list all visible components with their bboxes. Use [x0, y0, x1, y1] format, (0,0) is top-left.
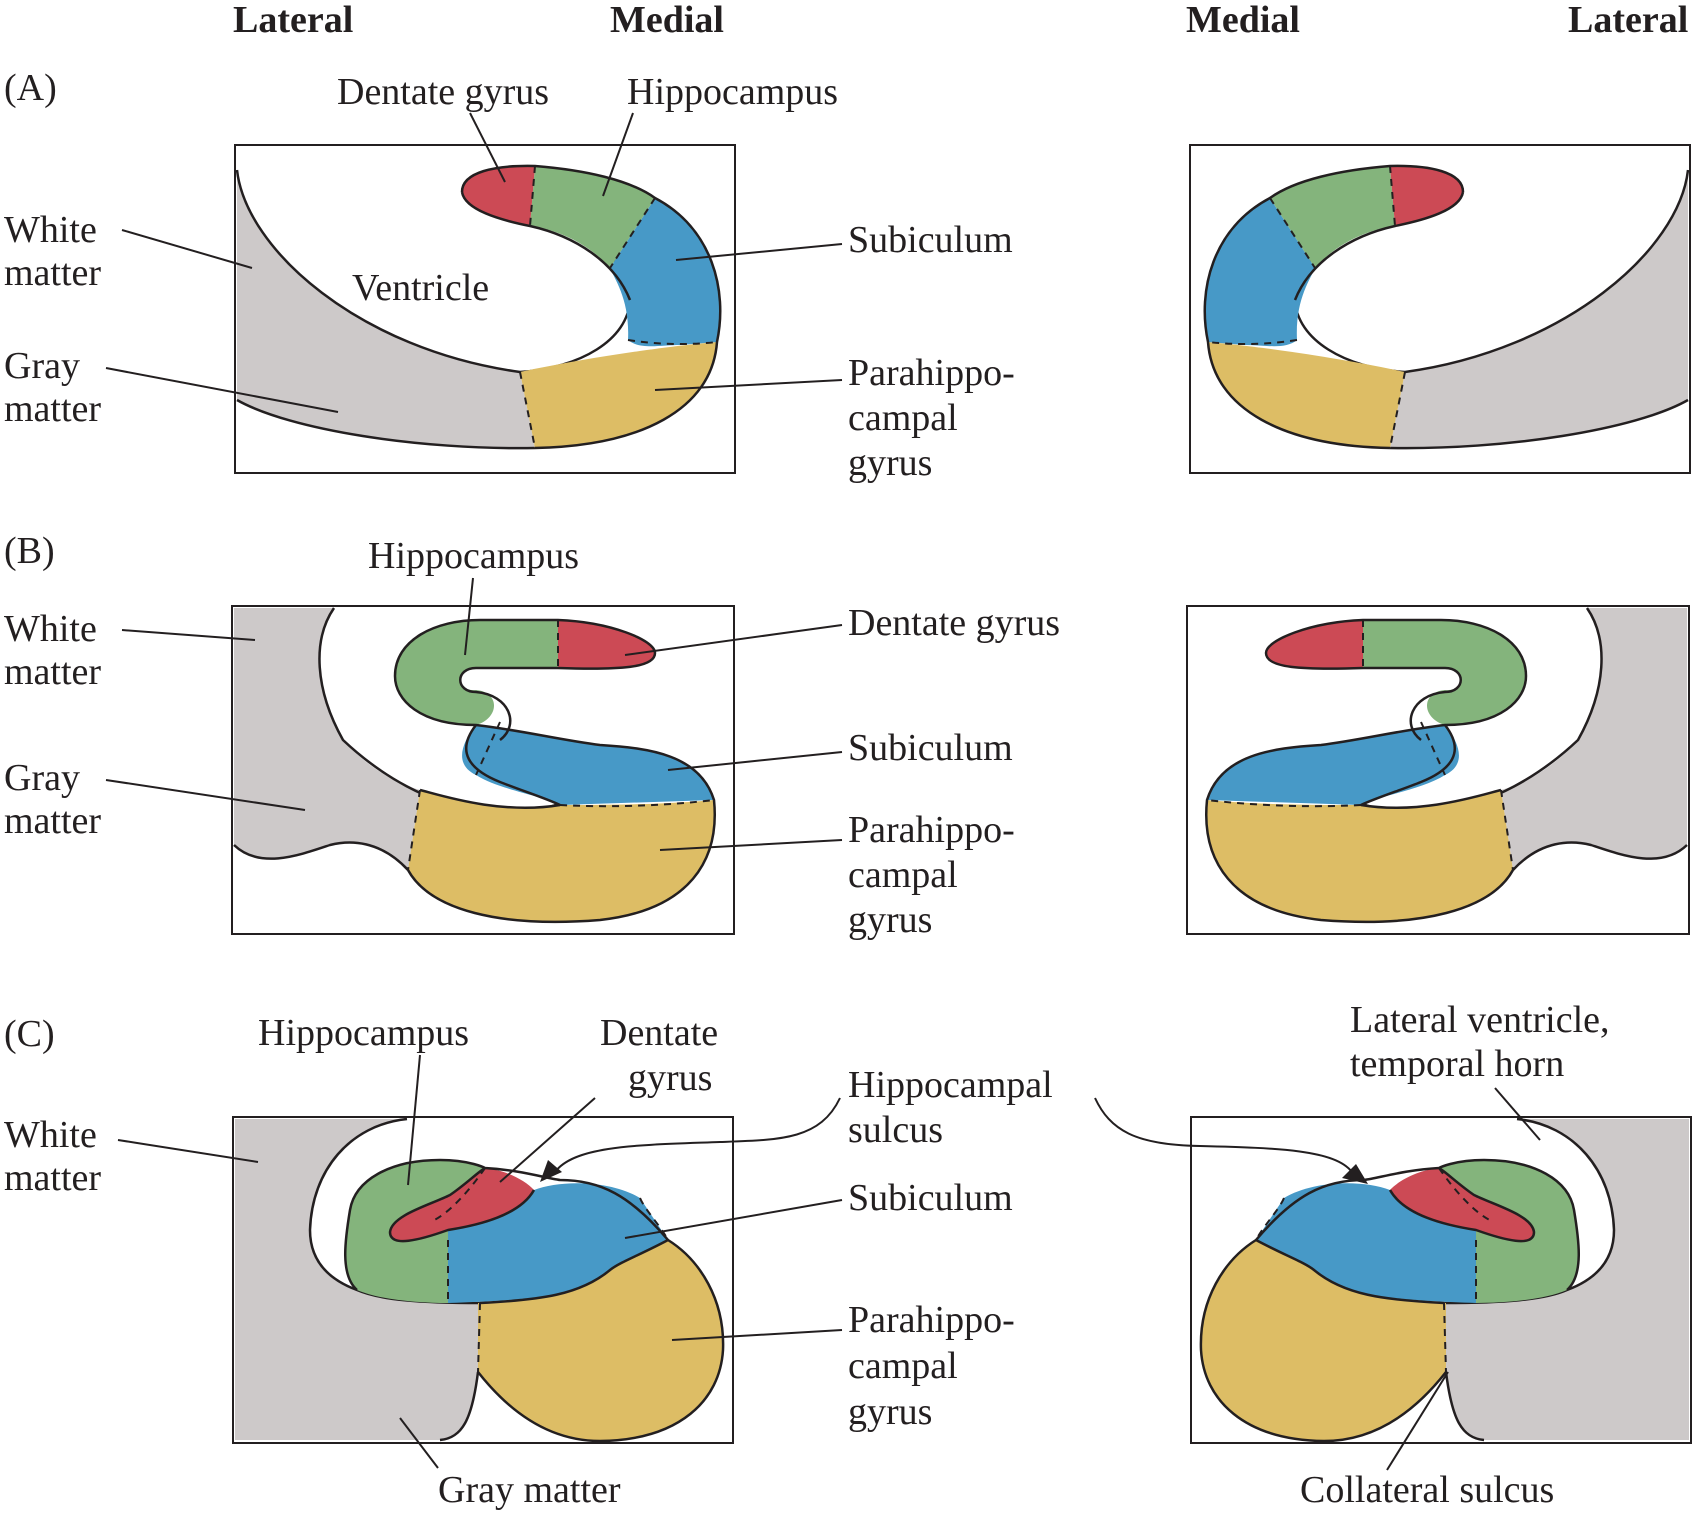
panel-b-parahippocampal-label-2: campal: [848, 854, 958, 896]
panel-a-gray-matter-label-2: matter: [4, 388, 101, 430]
panel-c-hippocampus-label: Hippocampus: [258, 1012, 469, 1054]
panel-c-gray-matter-label: Gray matter: [438, 1469, 621, 1511]
panel-b-hippocampus-label: Hippocampus: [368, 535, 579, 577]
panel-b-right-section: [1186, 605, 1690, 935]
panel-b-gray-matter-label-2: matter: [4, 800, 101, 842]
panel-a-right-section: [1189, 144, 1691, 474]
panel-c-parahippocampal-leader: [671, 1329, 843, 1341]
panel-c-collateral-sulcus-label: Collateral sulcus: [1300, 1469, 1554, 1511]
panel-a-gray-matter-label-1: Gray: [4, 345, 80, 387]
panel-c-hippocampal-sulcus-label-2: sulcus: [848, 1109, 943, 1151]
header-right-medial: Medial: [1186, 0, 1300, 41]
panel-a-parahippocampal-label-3: gyrus: [848, 442, 932, 484]
header-left-medial: Medial: [610, 0, 724, 41]
panel-c-hippocampal-sulcus-arrowhead-right: [1342, 1164, 1368, 1184]
panel-a-ventricle-label: Ventricle: [352, 267, 489, 309]
panel-a-left-gray-matter: [237, 170, 535, 449]
panel-b-left-dentate: [558, 620, 655, 669]
panel-b-white-matter-leader: [121, 629, 256, 641]
panel-a: (A) Ventricle: [4, 67, 1691, 484]
panel-c-lateral-ventricle-leader: [1494, 1087, 1541, 1141]
panel-c-lateral-ventricle-label-2: temporal horn: [1350, 1043, 1564, 1085]
panel-b-gray-matter-label-1: Gray: [4, 757, 80, 799]
panel-c-parahippocampal-label-2: campal: [848, 1345, 958, 1387]
panel-a-left-hippocampus: [530, 166, 655, 268]
panel-c-dentate-gyrus-leader: [499, 1097, 596, 1183]
panel-c-tag: (C): [4, 1013, 55, 1055]
panel-b-left-hippocampus: [395, 620, 558, 725]
panel-a-tag: (A): [4, 67, 57, 109]
panel-a-white-matter-label-2: matter: [4, 252, 101, 294]
panel-a-dentate-gyrus-label: Dentate gyrus: [337, 71, 549, 113]
panel-c-white-matter-label-2: matter: [4, 1157, 101, 1199]
panel-c-parahippocampal-label-1: Parahippo-: [848, 1299, 1015, 1341]
panel-c-hippocampal-sulcus-arrow-right: [1094, 1097, 1353, 1173]
panel-b-hippocampus-leader: [464, 577, 474, 656]
panel-c-left-gray-matter: [235, 1119, 480, 1440]
panel-c-left-parahippocampal: [478, 1240, 724, 1441]
panel-c-subiculum-leader: [624, 1199, 843, 1239]
panel-b-parahippocampal-label-3: gyrus: [848, 899, 932, 941]
panel-a-subiculum-leader: [675, 243, 843, 261]
panel-c-collateral-sulcus-leader: [1386, 1371, 1449, 1471]
header-left-lateral: Lateral: [233, 0, 353, 41]
panel-a-white-matter-label-1: White: [4, 209, 97, 251]
panel-c-hippocampal-sulcus-arrow-left: [554, 1097, 841, 1173]
panel-c-white-matter-label-1: White: [4, 1114, 97, 1156]
panel-b-parahippocampal-leader: [659, 839, 843, 851]
panel-a-left-parahippocampal: [520, 342, 717, 448]
panel-a-hippocampus-label: Hippocampus: [627, 71, 838, 113]
panel-a-hippocampus-leader: [602, 112, 634, 197]
panel-b: (B): [4, 530, 1690, 941]
panel-b-subiculum-label: Subiculum: [848, 727, 1013, 769]
orientation-headers: Lateral Medial Medial Lateral: [233, 0, 1688, 41]
panel-c-hippocampal-sulcus-arrowhead-left: [540, 1160, 562, 1182]
panel-c-hippocampal-sulcus-label-1: Hippocampal: [848, 1064, 1053, 1106]
panel-c-hippocampus-leader: [407, 1054, 421, 1186]
panel-c-subiculum-label: Subiculum: [848, 1177, 1013, 1219]
panel-b-gray-matter-leader: [105, 779, 306, 811]
panel-c-parahippocampal-label-3: gyrus: [848, 1391, 932, 1433]
panel-b-dentate-gyrus-label: Dentate gyrus: [848, 602, 1060, 644]
panel-c-right-section: [1190, 1116, 1692, 1444]
panel-a-left-subiculum: [610, 198, 721, 347]
panel-b-left-parahippocampal: [408, 790, 715, 922]
panel-a-parahippocampal-leader: [654, 379, 843, 391]
panel-c-white-matter-leader: [117, 1139, 259, 1163]
panel-b-dentate-gyrus-leader: [624, 624, 843, 656]
panel-c-dentate-gyrus-label-2: gyrus: [628, 1057, 712, 1099]
panel-a-white-matter-leader: [121, 229, 253, 269]
panel-c-left-subiculum: [448, 1183, 668, 1303]
panel-a-dentate-gyrus-leader: [469, 112, 506, 183]
panel-c-lateral-ventricle-label-1: Lateral ventricle,: [1350, 999, 1610, 1041]
panel-c: (C): [4, 999, 1692, 1511]
panel-c-left-dentate: [390, 1168, 534, 1242]
panel-b-parahippocampal-label-1: Parahippo-: [848, 809, 1015, 851]
panel-b-white-matter-label-2: matter: [4, 651, 101, 693]
panel-b-tag: (B): [4, 530, 55, 572]
panel-c-dentate-gyrus-label-1: Dentate: [600, 1012, 718, 1054]
panel-b-subiculum-leader: [667, 751, 843, 771]
panel-c-left-section: [232, 1116, 734, 1444]
panel-b-white-matter-label-1: White: [4, 608, 97, 650]
panel-a-left-section: [234, 144, 736, 474]
panel-b-left-subiculum: [462, 725, 714, 805]
panel-b-left-gray-matter: [234, 608, 420, 870]
panel-a-gray-matter-leader: [105, 367, 339, 413]
panel-b-left-section: [231, 605, 735, 935]
panel-a-parahippocampal-label-1: Parahippo-: [848, 352, 1015, 394]
panel-a-subiculum-label: Subiculum: [848, 219, 1013, 261]
panel-c-gray-matter-leader: [399, 1417, 439, 1469]
header-right-lateral: Lateral: [1568, 0, 1688, 41]
panel-a-parahippocampal-label-2: campal: [848, 397, 958, 439]
panel-a-left-dentate: [462, 165, 535, 226]
